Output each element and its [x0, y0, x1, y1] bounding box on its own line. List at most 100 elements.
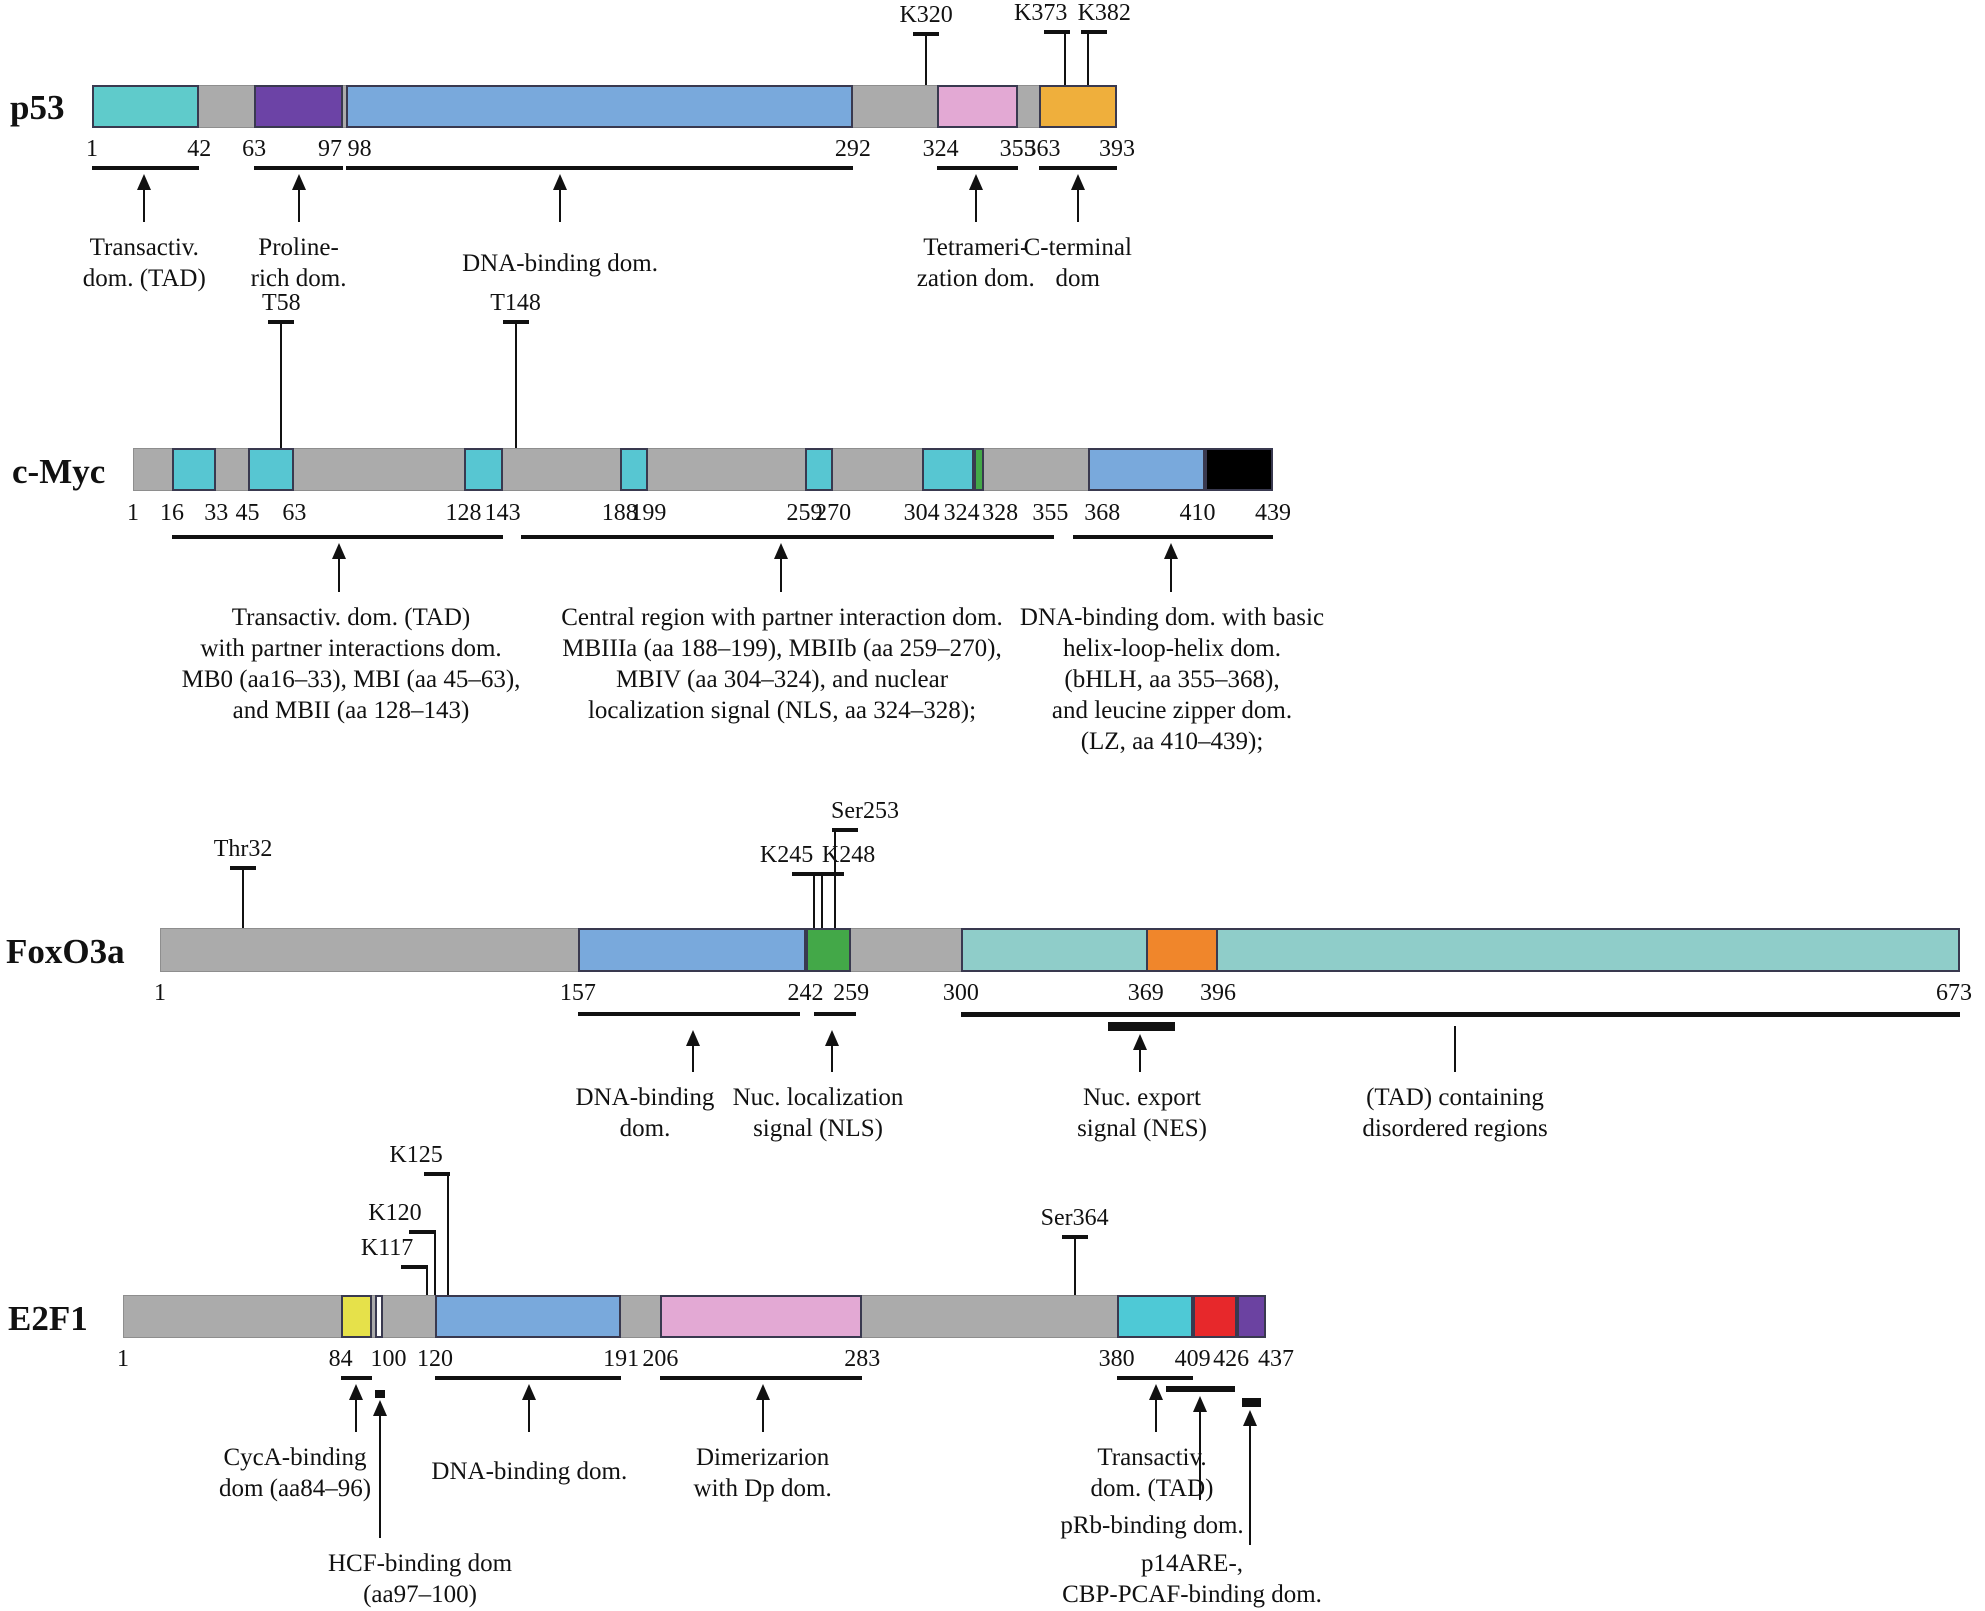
residue-mark-label: K373 [1014, 0, 1068, 26]
annotation-arrowhead-icon [686, 1030, 701, 1046]
annotation-arrow [559, 188, 562, 222]
domain-segment [374, 1295, 383, 1338]
annotation-label-line: Central region with partner interaction … [561, 604, 1003, 631]
residue-number: 328 [982, 500, 1019, 526]
residue-number: 1 [86, 136, 98, 162]
range-underline [1242, 1398, 1261, 1407]
range-underline [1038, 166, 1117, 170]
annotation-label-line: Nuc. export [1082, 1084, 1202, 1111]
annotation-arrowhead-icon [291, 174, 306, 190]
residue-mark-line [834, 828, 836, 928]
residue-number: 380 [1098, 1346, 1135, 1372]
residue-mark-cap [230, 866, 257, 870]
annotation-arrow [692, 1044, 695, 1072]
residue-number: 270 [815, 500, 852, 526]
annotation-label-line: rich dom. [250, 265, 347, 292]
domain-segment [660, 1295, 863, 1338]
annotation-label-line: dom [1055, 265, 1100, 292]
range-underline [254, 166, 343, 170]
residue-number: 98 [347, 136, 372, 162]
residue-number: 128 [445, 500, 482, 526]
residue-mark-line [812, 872, 815, 928]
annotation-arrow [297, 188, 300, 222]
annotation-arrow [378, 1414, 381, 1538]
annotation-arrowhead-icon [1243, 1410, 1258, 1426]
residue-number: 300 [942, 980, 979, 1006]
residue-mark-line [820, 872, 823, 928]
residue-number: 259 [786, 500, 823, 526]
residue-number: 63 [242, 136, 267, 162]
residue-number: 368 [1084, 500, 1121, 526]
residue-mark-line [925, 32, 928, 85]
annotation-label: p14ARE-,CBP-PCAF-binding dom. [1062, 1548, 1322, 1610]
annotation-label-line: MB0 (aa16–33), MBI (aa 45–63), [181, 666, 521, 693]
annotation-label-line: (LZ, aa 410–439); [1080, 728, 1264, 755]
annotation-label-line: (TAD) containing [1366, 1084, 1544, 1111]
annotation-arrowhead-icon [774, 543, 789, 559]
protein-name: E2F1 [8, 1299, 88, 1338]
annotation-label-line: with Dp dom. [693, 1475, 832, 1502]
residue-number: 355 [999, 136, 1036, 162]
range-underline [92, 166, 200, 170]
residue-mark-cap [268, 320, 295, 324]
annotation-arrow [1199, 1410, 1202, 1500]
annotation-label: Transactiv.dom. (TAD) [1091, 1442, 1214, 1504]
range-underline [1166, 1386, 1235, 1392]
annotation-arrowhead-icon [968, 174, 983, 190]
domain-segment [92, 85, 200, 128]
annotation-arrowhead-icon [1133, 1034, 1148, 1050]
annotation-label: Transactiv.dom. (TAD) [83, 232, 206, 294]
residue-mark-cap [424, 1172, 451, 1176]
residue-mark-cap [1061, 1235, 1088, 1239]
annotation-arrow [1154, 1398, 1157, 1432]
annotation-arrowhead-icon [553, 174, 568, 190]
range-underline [340, 1376, 373, 1380]
annotation-arrow [337, 557, 340, 592]
residue-mark-label: K125 [389, 1142, 443, 1168]
residue-number: 259 [833, 980, 870, 1006]
residue-mark-label: Thr32 [213, 836, 273, 862]
residue-number: 33 [204, 500, 229, 526]
residue-number: 199 [630, 500, 667, 526]
residue-number: 157 [559, 980, 596, 1006]
domain-segment [804, 448, 834, 491]
annotation-label-line: helix-loop-helix dom. [1062, 635, 1282, 662]
residue-number: 673 [1936, 980, 1972, 1006]
domain-segment [345, 85, 853, 128]
residue-number: 120 [416, 1346, 453, 1372]
residue-number: 396 [1200, 980, 1237, 1006]
annotation-arrowhead-icon [1164, 543, 1179, 559]
range-underline [936, 166, 1018, 170]
residue-number: 409 [1174, 1346, 1211, 1372]
annotation-label-line: dom. (TAD) [82, 265, 206, 292]
residue-number: 16 [160, 500, 185, 526]
domain-segment [1116, 1295, 1193, 1338]
residue-mark-cap [1043, 30, 1070, 34]
domain-segment [247, 448, 295, 491]
residue-number: 1 [154, 980, 166, 1006]
residue-mark-line [242, 866, 245, 928]
annotation-label: Dimerizarion with Dp dom. [694, 1442, 832, 1504]
domain-segment [1038, 85, 1117, 128]
range-underline [660, 1376, 863, 1380]
domain-segment [805, 928, 852, 972]
residue-mark-line [1063, 30, 1066, 85]
residue-number: 100 [370, 1346, 407, 1372]
annotation-arrow [761, 1398, 764, 1432]
domain-segment [463, 448, 503, 491]
residue-mark-line [1073, 1235, 1076, 1295]
annotation-label: Central region with partner interaction … [561, 602, 1003, 726]
annotation-arrowhead-icon [331, 543, 346, 559]
annotation-label: Tetrameri-zation dom. [917, 232, 1035, 294]
annotation-arrowhead-icon [755, 1384, 770, 1400]
annotation-label-line: Dimerizarion [696, 1444, 830, 1471]
annotation-arrow [1076, 188, 1079, 222]
annotation-arrow [528, 1398, 531, 1432]
annotation-label-line: DNA-binding dom. with basic [1019, 604, 1325, 631]
annotation-label-line: DNA-binding dom. [462, 250, 658, 277]
residue-mark-cap [913, 32, 940, 36]
residue-mark-line [447, 1172, 450, 1295]
